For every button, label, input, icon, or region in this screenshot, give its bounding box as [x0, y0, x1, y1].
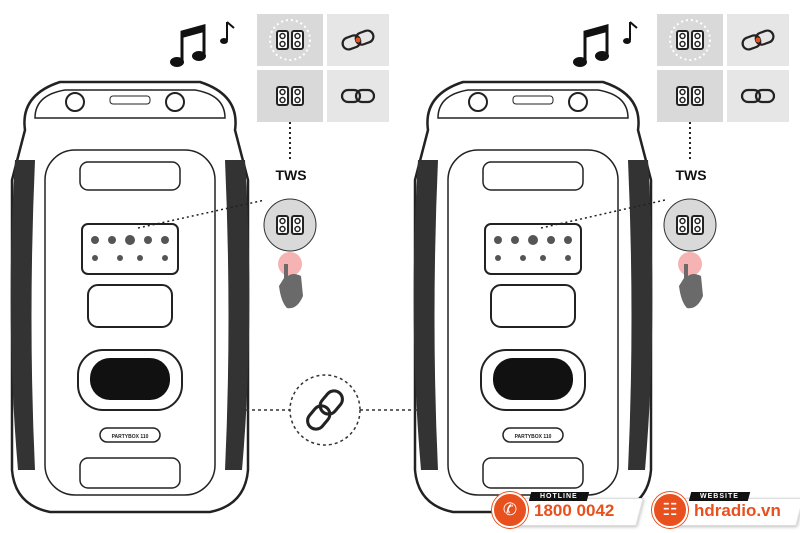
speaker-right [412, 80, 654, 514]
music-notes-icon-left [168, 20, 236, 69]
speaker-left [9, 80, 251, 514]
hotline-number: 1800 0042 [534, 501, 615, 520]
model-label-left: PARTYBOX 110 [112, 434, 149, 440]
model-label-right: PARTYBOX 110 [515, 434, 552, 440]
website-badge[interactable]: WEBSITE hdradio.vn ☷ [652, 492, 800, 528]
tws-label-right: TWS [675, 167, 706, 183]
leader-line-left [137, 199, 266, 229]
tws-panel-right [657, 14, 789, 308]
hotline-badge[interactable]: HOTLINE 1800 0042 ✆ [492, 492, 644, 528]
website-url: hdradio.vn [694, 501, 781, 520]
website-label: WEBSITE [700, 493, 739, 500]
phone-icon: ✆ [492, 492, 528, 528]
tws-label-left: TWS [275, 167, 306, 183]
link-connection [240, 374, 420, 446]
tws-panel-left [257, 14, 389, 308]
hotline-label: HOTLINE [540, 493, 578, 500]
music-notes-icon-right [571, 20, 639, 69]
globe-icon: ☷ [652, 492, 688, 528]
leader-line-right [540, 199, 666, 229]
